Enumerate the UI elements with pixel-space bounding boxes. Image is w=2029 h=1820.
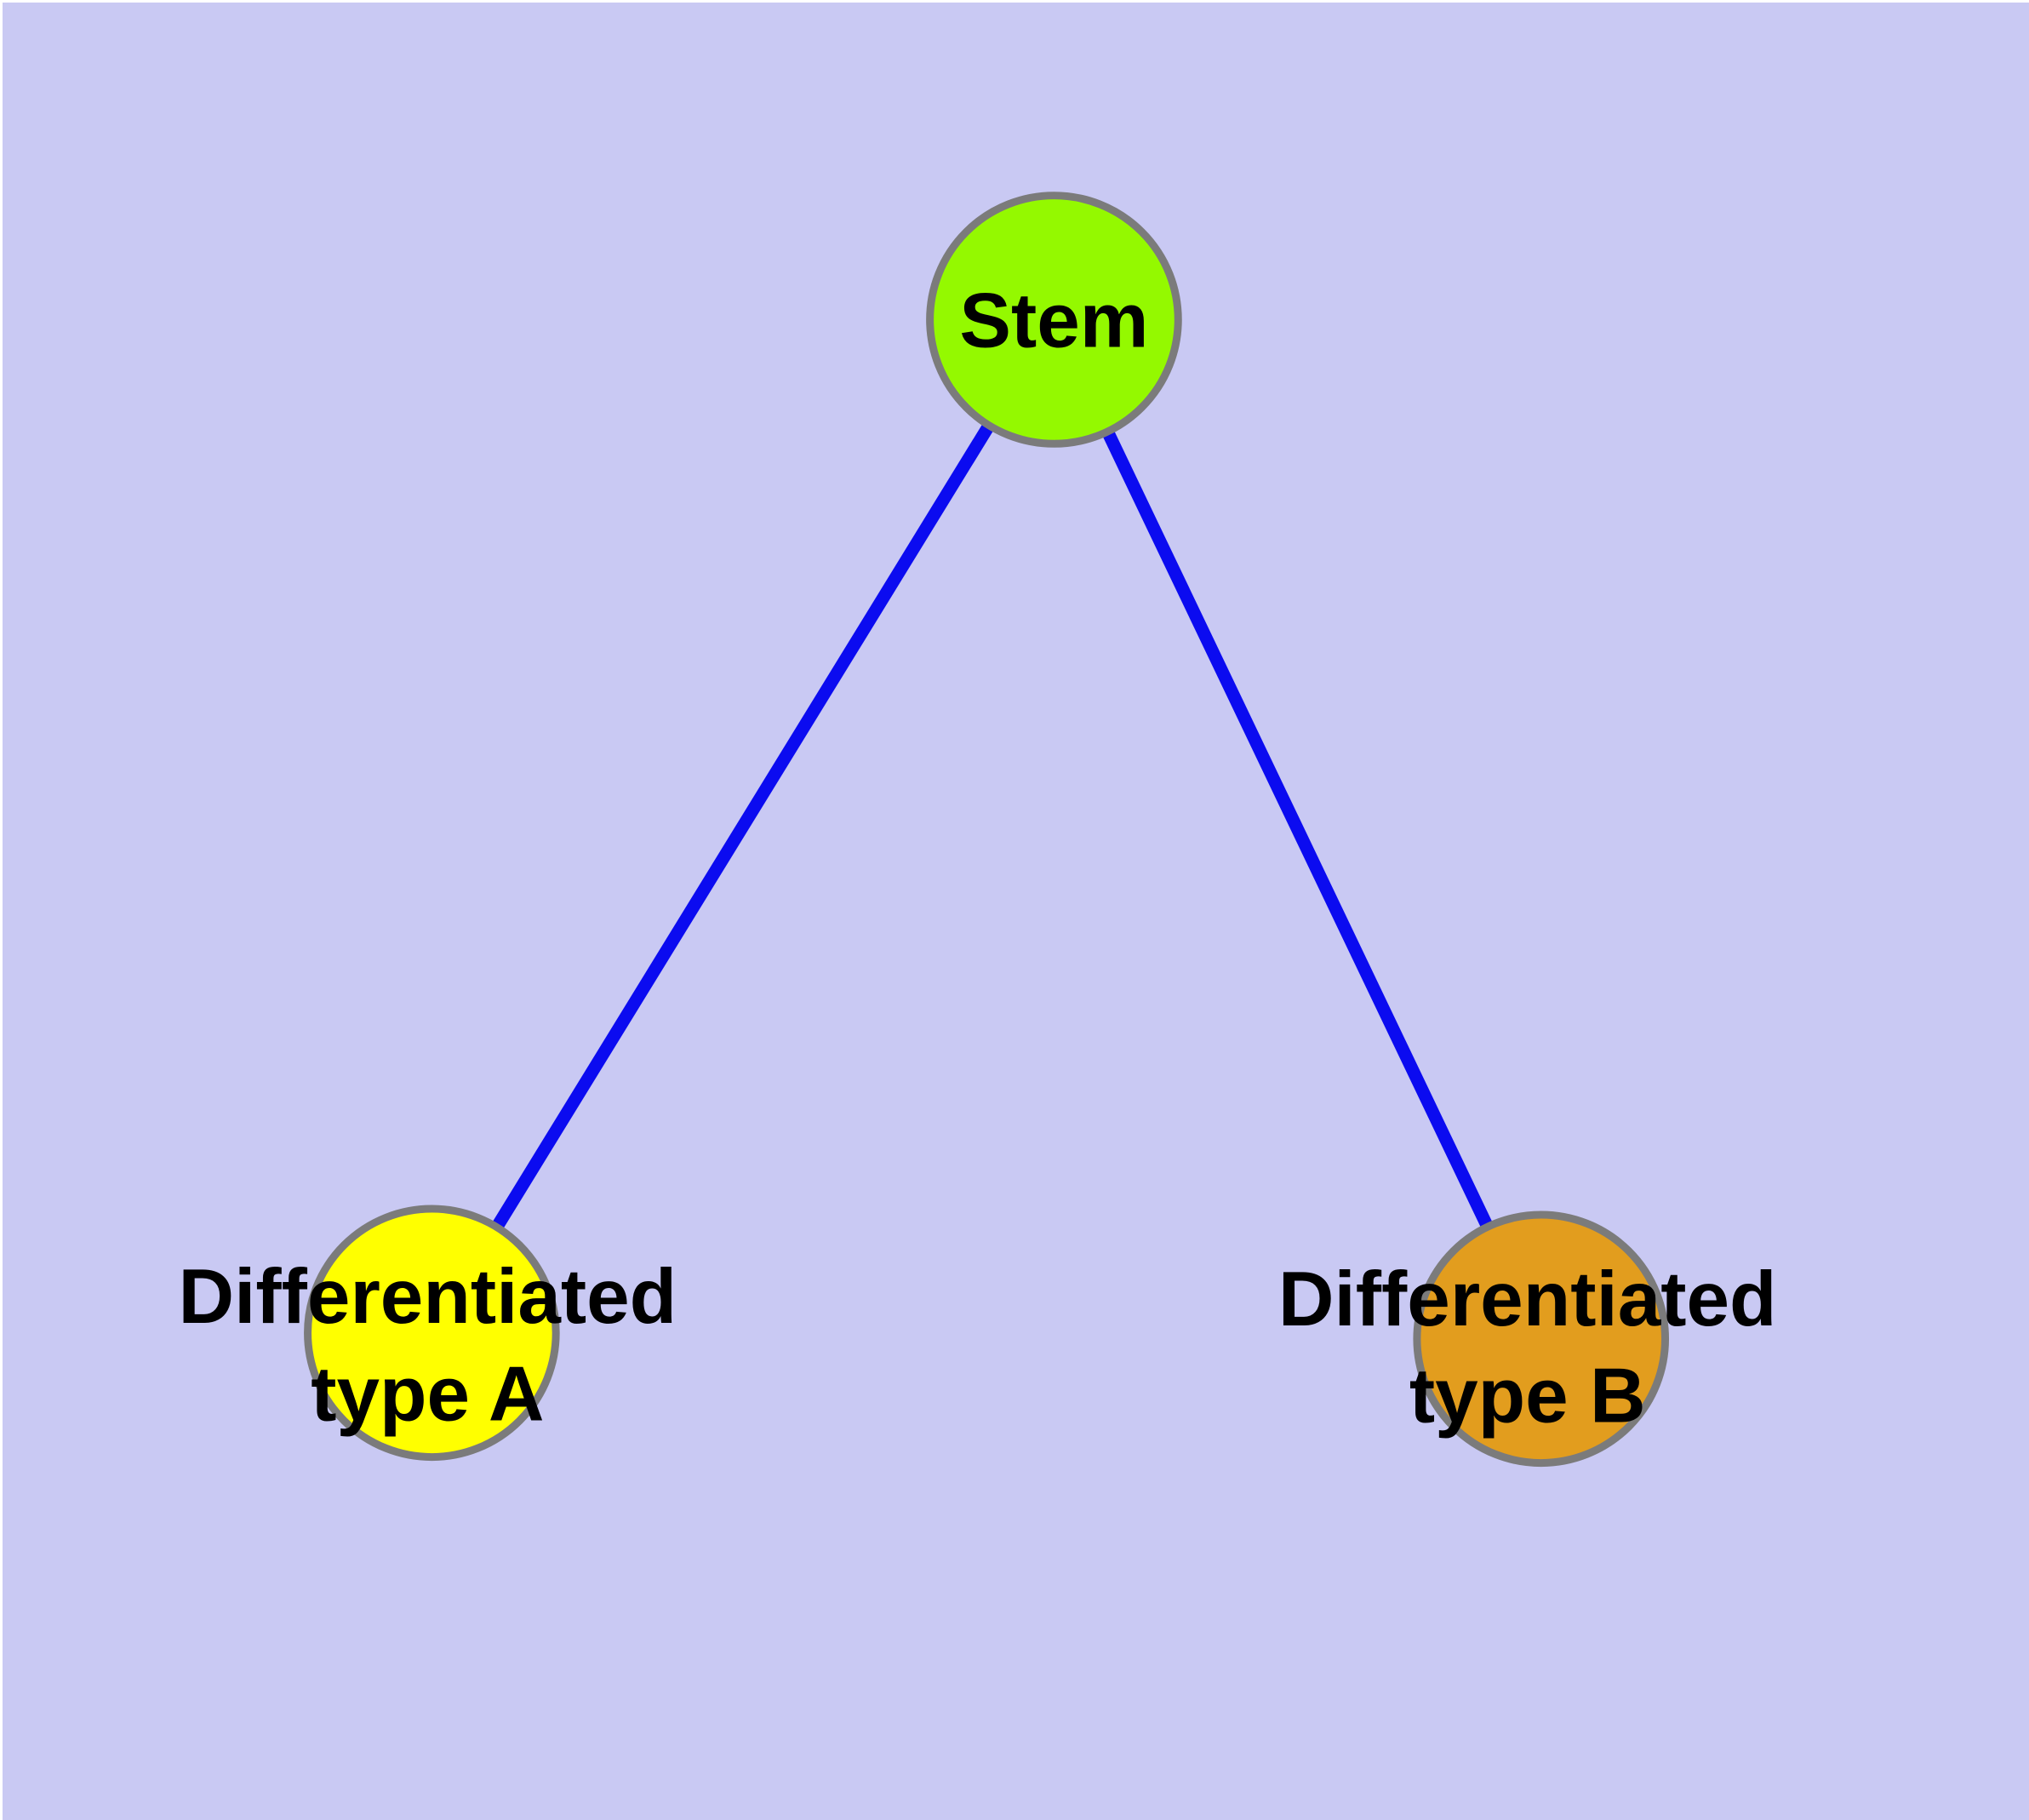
node-stem bbox=[926, 192, 1182, 448]
node-stem-label: Stem bbox=[959, 278, 1148, 363]
edge-stem-to-type-a bbox=[426, 316, 1060, 1336]
graph-svg: Stem Differentiated type A Differentiate… bbox=[3, 3, 2029, 1820]
node-type-a-label-line2: type A bbox=[311, 1352, 544, 1438]
node-type-b-label-line1: Differentiated bbox=[1278, 1256, 1777, 1342]
edge-stem-to-type-b bbox=[1048, 317, 1547, 1342]
node-differentiated-type-a bbox=[304, 1205, 560, 1462]
node-type-b-label-line2: type B bbox=[1409, 1354, 1646, 1439]
node-differentiated-type-b bbox=[1413, 1210, 1670, 1468]
node-type-a-label-line1: Differentiated bbox=[179, 1254, 677, 1340]
